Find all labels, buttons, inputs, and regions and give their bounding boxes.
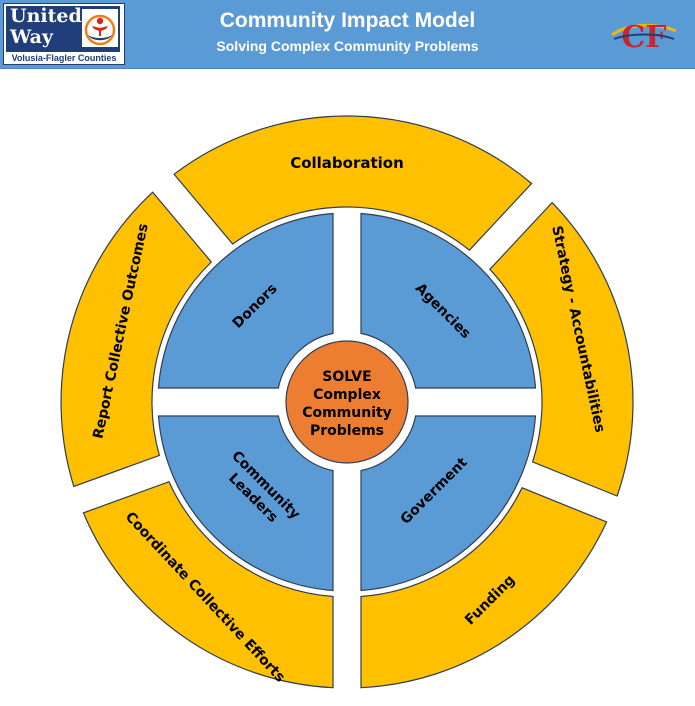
center-circle: SOLVE Complex Community Problems <box>285 340 409 464</box>
page-subtitle: Solving Complex Community Problems <box>216 38 479 54</box>
inner-segment-donors <box>157 212 334 389</box>
center-line-1: SOLVE <box>322 369 371 385</box>
united-way-logo: United Way Volusia-Flagler Counties <box>3 3 125 65</box>
impact-model-diagram: SOLVE Complex Community Problems Donors … <box>60 115 634 689</box>
page-title: Community Impact Model <box>219 9 476 32</box>
outer-segment-funding <box>360 487 608 689</box>
outer-segment-strategy-accountabilities <box>489 201 634 497</box>
cf-logo: CF <box>611 20 677 53</box>
center-line-2: Complex <box>313 387 381 403</box>
outer-segment-coordinate-collective-efforts <box>82 480 334 689</box>
outer-ring <box>60 115 634 689</box>
inner-segment-community-leaders <box>157 415 334 592</box>
united-way-logo-name-line1: United <box>10 5 82 27</box>
united-way-logo-name-line2: Way <box>10 26 54 48</box>
cf-logo-text: CF <box>621 20 666 53</box>
united-way-logo-tagline: Volusia-Flagler Counties <box>11 53 117 63</box>
center-line-3: Community <box>302 405 392 421</box>
center-line-4: Problems <box>310 423 384 439</box>
center-circle-shape <box>285 340 409 464</box>
inner-segment-agencies <box>360 212 537 389</box>
inner-segment-goverment <box>360 415 537 592</box>
outer-segment-collaboration <box>173 115 533 252</box>
outer-segment-report-collective-outcomes <box>60 191 213 488</box>
united-way-logo-name: United Way <box>10 5 82 48</box>
inner-ring <box>157 212 537 592</box>
outer-label-collaboration: Collaboration <box>290 154 404 172</box>
united-way-hand-icon <box>82 9 118 47</box>
header-bar: United Way Volusia-Flagler Counties Comm… <box>0 0 695 69</box>
